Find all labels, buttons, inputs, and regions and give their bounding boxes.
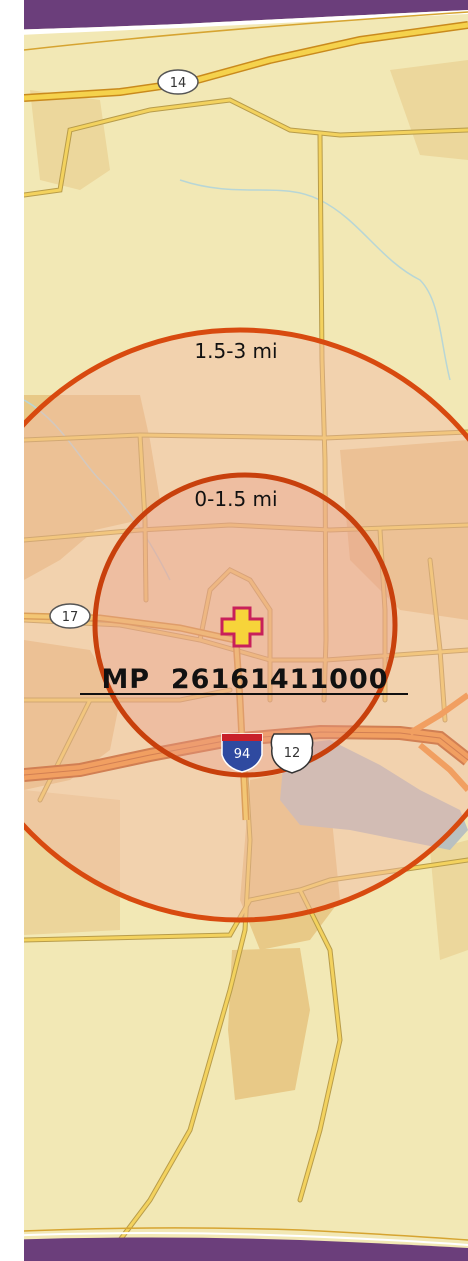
site-label: MP 26161411000 [101, 664, 388, 695]
route-14-shield: 14 [157, 69, 199, 95]
urban-area [24, 640, 120, 790]
us-12-shield: 12 [270, 733, 314, 774]
svg-text:12: 12 [284, 746, 301, 761]
route-17-shield: 17 [49, 603, 91, 629]
interstate-94-ramp [418, 742, 468, 793]
outer-ring-label: 1.5-3 mi [194, 339, 277, 363]
urban-area [390, 60, 468, 160]
interstate-94-shield: 94 [221, 733, 263, 773]
svg-text:14: 14 [170, 76, 187, 91]
urban-area [24, 790, 120, 935]
river [24, 399, 171, 581]
cross-marker-icon[interactable] [220, 606, 264, 648]
svg-text:17: 17 [62, 610, 79, 625]
water-body [280, 740, 468, 850]
urban-area [228, 948, 310, 1100]
inner-ring-label: 0-1.5 mi [194, 487, 277, 511]
urban-area [430, 840, 468, 960]
river [179, 179, 451, 381]
frame-top [0, 0, 468, 51]
frame-bottom [0, 1227, 468, 1261]
urban-area [24, 395, 160, 580]
left-margin [0, 0, 24, 1261]
svg-text:94: 94 [234, 747, 251, 762]
interstate-94-ramp [408, 692, 468, 736]
urban-area [340, 440, 468, 620]
